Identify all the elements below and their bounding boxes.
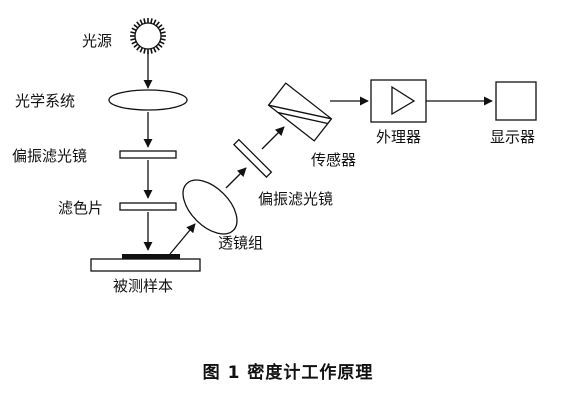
sample-label: 被测样本 [113,277,173,295]
sensor [267,82,333,142]
polarizer-1-label: 偏振滤光镜 [12,147,87,165]
sample-layer [122,254,180,259]
optical-system-lens [108,89,188,111]
color-filter-plate [119,202,177,211]
figure-caption: 图 1 密度计工作原理 [203,362,374,383]
sensor-label: 传感器 [311,151,356,169]
amplifier-icon [391,85,416,116]
polarizer-2-label: 偏振滤光镜 [258,190,333,208]
polarizer-2-plate [232,138,273,179]
color-filter-label: 滤色片 [58,199,103,217]
lens-group [182,179,238,235]
lens-group-label: 透镜组 [218,234,263,252]
polarizer-1-plate [119,150,177,159]
light-source-icon [130,18,166,54]
arrow-polarizer-to-sensor [261,126,285,150]
light-source-label: 光源 [82,32,112,50]
display-box [495,81,537,121]
optical-system-label: 光学系统 [15,92,75,110]
arrow-sample-to-lens [169,223,196,255]
processor-label: 外理器 [376,128,421,146]
sample-base [90,258,201,272]
arrow-lens-to-polarizer-2 [225,167,247,189]
display-label: 显示器 [490,128,535,146]
